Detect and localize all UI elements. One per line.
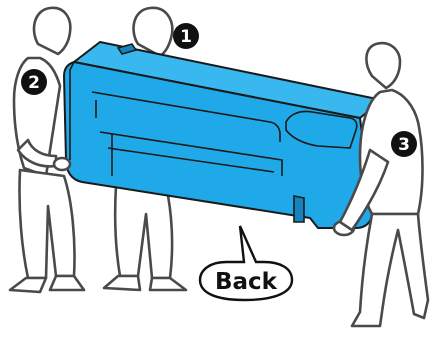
left-hand-grip [54, 158, 70, 170]
badge-person-2: 2 [21, 69, 47, 95]
badge-person-1: 1 [173, 23, 199, 49]
badge-person-3: 3 [391, 131, 417, 157]
back-callout: Back [200, 226, 292, 300]
badge-person-2-number: 2 [28, 73, 40, 93]
badge-person-3-number: 3 [398, 135, 410, 155]
badge-person-1-number: 1 [180, 27, 192, 47]
printer-body [64, 42, 382, 228]
back-label: Back [215, 269, 278, 295]
